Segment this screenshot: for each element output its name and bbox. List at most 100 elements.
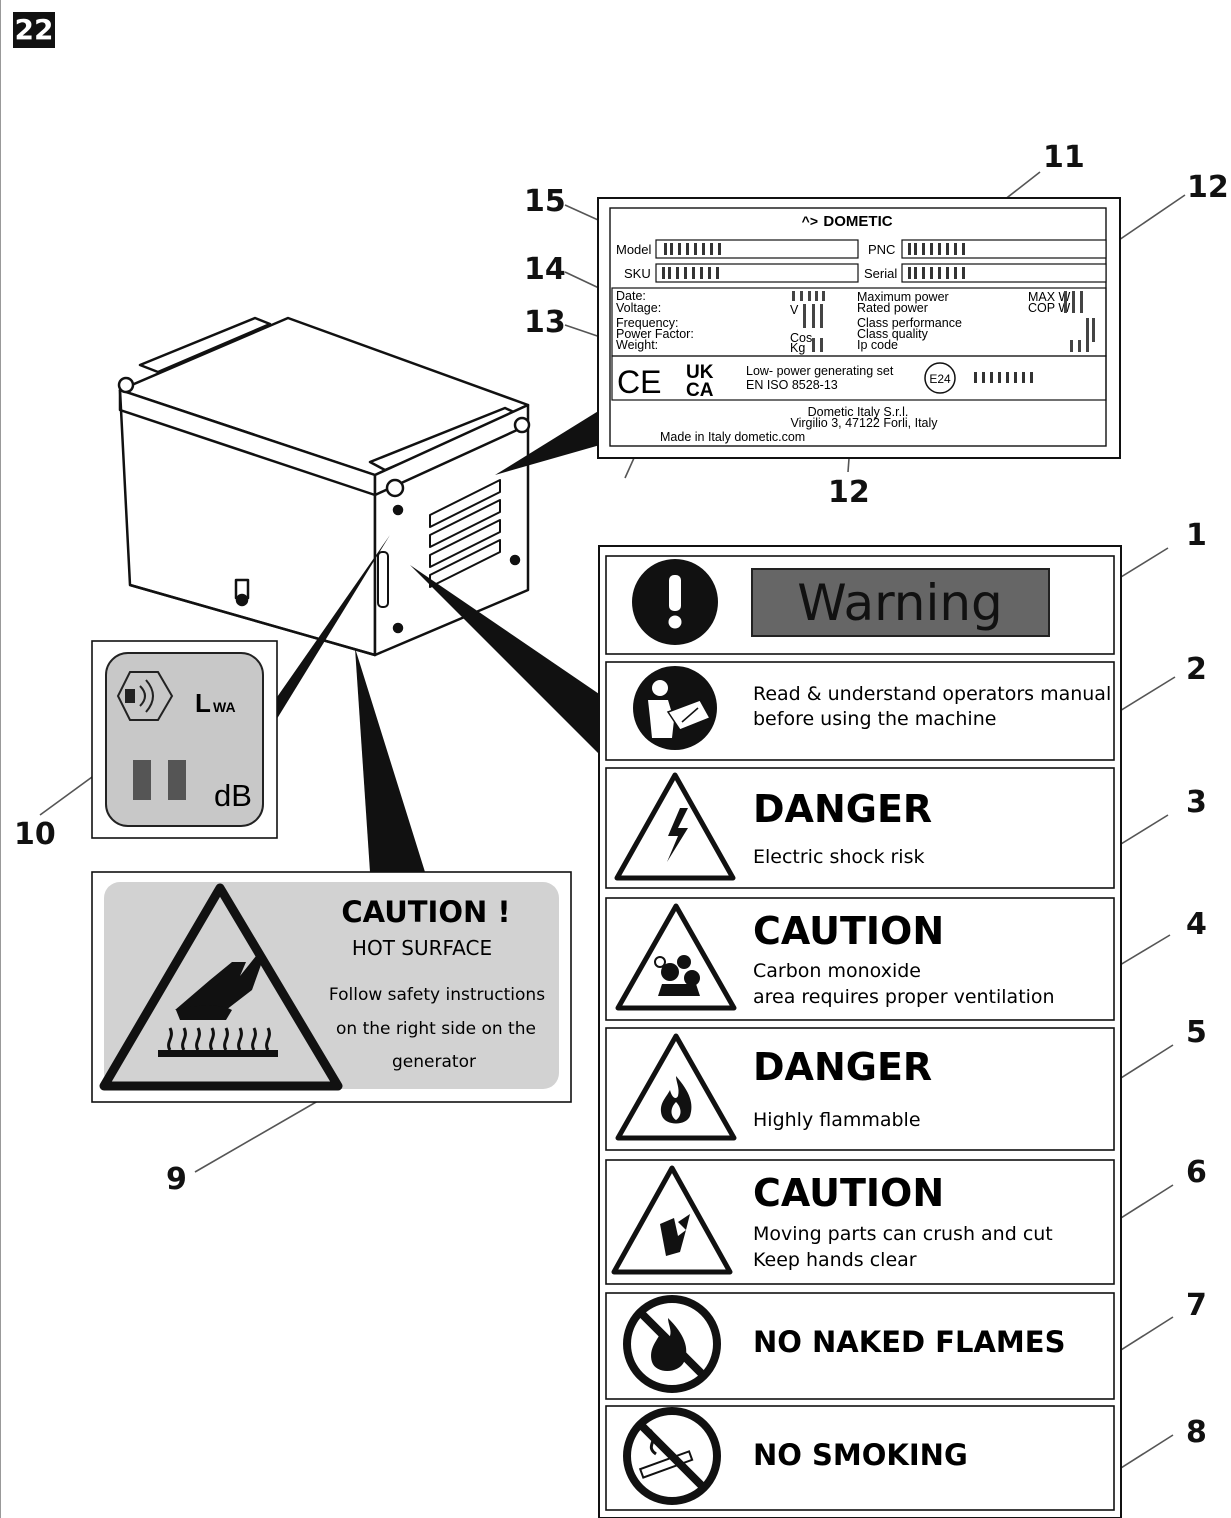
plate-company: Dometic Italy S.r.l. (808, 405, 909, 419)
e-mark-circle-icon (924, 362, 956, 394)
max-power-label: Maximum power (857, 290, 949, 304)
brand-logo: DOMETIC (823, 213, 892, 230)
label-warning: Warning (605, 555, 1115, 655)
voltage-label: Voltage: (616, 301, 661, 315)
plate-address: Virgilio 3, 47122 Forli, Italy (790, 416, 938, 430)
exclamation-icon (632, 559, 718, 645)
sku-label: SKU (624, 266, 651, 281)
class-quality-label: Class quality (857, 327, 929, 341)
serial-field (901, 263, 1107, 283)
label-4-text-line2: area requires proper ventilation (753, 986, 1055, 1008)
max-unit: MAX W (1028, 290, 1071, 304)
pointer-wedges (275, 410, 605, 872)
label-read-manual: Read & understand operators manual befor… (605, 661, 1115, 761)
label-6-text-line1: Moving parts can crush and cut (753, 1223, 1053, 1245)
rating-plate: DOMETIC ^> Model PNC SKU Serial Date: Vo… (597, 197, 1121, 459)
callout-4: 4 (1186, 907, 1207, 942)
label-5-title: DANGER (753, 1045, 932, 1089)
label-7-title: NO NAKED FLAMES (753, 1325, 1065, 1359)
callout-3: 3 (1186, 785, 1207, 820)
pnc-barcode (908, 243, 965, 255)
callout-2: 2 (1186, 652, 1207, 687)
hot-surface-icon (99, 883, 343, 1091)
flammable-icon (615, 1033, 737, 1141)
weight-label: Weight: (616, 338, 658, 352)
label-4-text-line1: Carbon monoxide (753, 960, 921, 982)
label-2-text-line2: before using the machine (753, 708, 996, 730)
model-barcode (664, 243, 721, 255)
weight-unit: Kg (790, 341, 805, 355)
pnc-field (901, 239, 1107, 259)
callout-9: 9 (166, 1162, 187, 1197)
plate-made-in: Made in Italy dometic.com (660, 430, 805, 444)
spec-value-bars (792, 291, 1095, 352)
rated-power-label: Rated power (857, 301, 928, 315)
date-label: Date: (616, 289, 646, 303)
label-no-naked-flames: NO NAKED FLAMES (605, 1292, 1115, 1400)
label-5-text: Highly flammable (753, 1109, 921, 1131)
no-flames-icon (623, 1295, 721, 1393)
callout-8: 8 (1186, 1415, 1207, 1450)
label-6-text-line2: Keep hands clear (753, 1249, 917, 1271)
no-smoking-icon (623, 1407, 721, 1505)
safety-labels-panel: Warning Read & understand operators manu… (598, 545, 1122, 1518)
page-number-badge: 22 (13, 12, 55, 48)
electric-shock-icon (614, 772, 736, 881)
noise-value-digit-2 (168, 760, 186, 800)
label-6-title: CAUTION (753, 1171, 944, 1215)
carbon-monoxide-icon (615, 903, 737, 1011)
lwa-subscript: WA (213, 699, 236, 715)
plate-description-line1: Low- power generating set (746, 364, 894, 378)
sku-barcode (662, 267, 719, 279)
e-mark: E24 (929, 372, 951, 386)
hot-surface-line1: Follow safety instructions (329, 985, 545, 1005)
label-carbon-monoxide: CAUTION Carbon monoxide area requires pr… (605, 897, 1115, 1021)
lwa-symbol: L (195, 688, 211, 718)
hot-surface-subtitle: HOT SURFACE (352, 936, 492, 960)
hot-surface-title: CAUTION ! (341, 895, 510, 929)
callout-11: 11 (1043, 140, 1085, 175)
callout-5: 5 (1186, 1015, 1207, 1050)
model-field (655, 239, 859, 259)
callout-13: 13 (524, 305, 566, 340)
model-label: Model (616, 242, 652, 257)
serial-barcode (908, 267, 965, 279)
label-3-title: DANGER (753, 787, 932, 831)
ukca-mark-top: UK (686, 362, 714, 383)
read-manual-icon (633, 666, 717, 750)
page-margin-rule (0, 0, 1, 1518)
hot-surface-line3: generator (392, 1052, 476, 1072)
sku-field (655, 263, 859, 283)
speaker-icon (116, 671, 174, 721)
frequency-label: Frequency: (616, 316, 679, 330)
noise-value-digit-1 (133, 760, 151, 800)
hot-surface-line2: on the right side on the (336, 1019, 536, 1039)
cop-unit: COP W (1028, 301, 1070, 315)
callout-14: 14 (524, 252, 566, 287)
hot-surface-label: CAUTION ! HOT SURFACE Follow safety inst… (91, 871, 572, 1103)
callout-15: 15 (524, 184, 566, 219)
callout-12-bottom: 12 (828, 475, 870, 510)
power-factor-unit: Cos (790, 331, 812, 345)
ce-mark: CE (617, 364, 661, 400)
label-4-title: CAUTION (753, 909, 944, 953)
label-2-text-line1: Read & understand operators manual (753, 683, 1111, 705)
noise-level-label: L WA dB (91, 640, 278, 839)
brand-chevron-icon: ^> (802, 213, 818, 229)
label-flammable: DANGER Highly flammable (605, 1027, 1115, 1151)
approval-number-bars (974, 372, 1033, 383)
serial-label: Serial (864, 266, 897, 281)
label-3-text: Electric shock risk (753, 846, 925, 868)
callout-10: 10 (14, 817, 56, 852)
callout-6: 6 (1186, 1155, 1207, 1190)
ip-code-label: Ip code (857, 338, 898, 352)
generator-drawing (117, 316, 531, 657)
power-factor-label: Power Factor: (616, 327, 694, 341)
label-moving-parts: CAUTION Moving parts can crush and cut K… (605, 1159, 1115, 1285)
voltage-unit: V (790, 303, 799, 317)
label-8-title: NO SMOKING (753, 1438, 968, 1472)
class-performance-label: Class performance (857, 316, 962, 330)
callout-1: 1 (1186, 518, 1207, 553)
label-electric-shock: DANGER Electric shock risk (605, 767, 1115, 889)
